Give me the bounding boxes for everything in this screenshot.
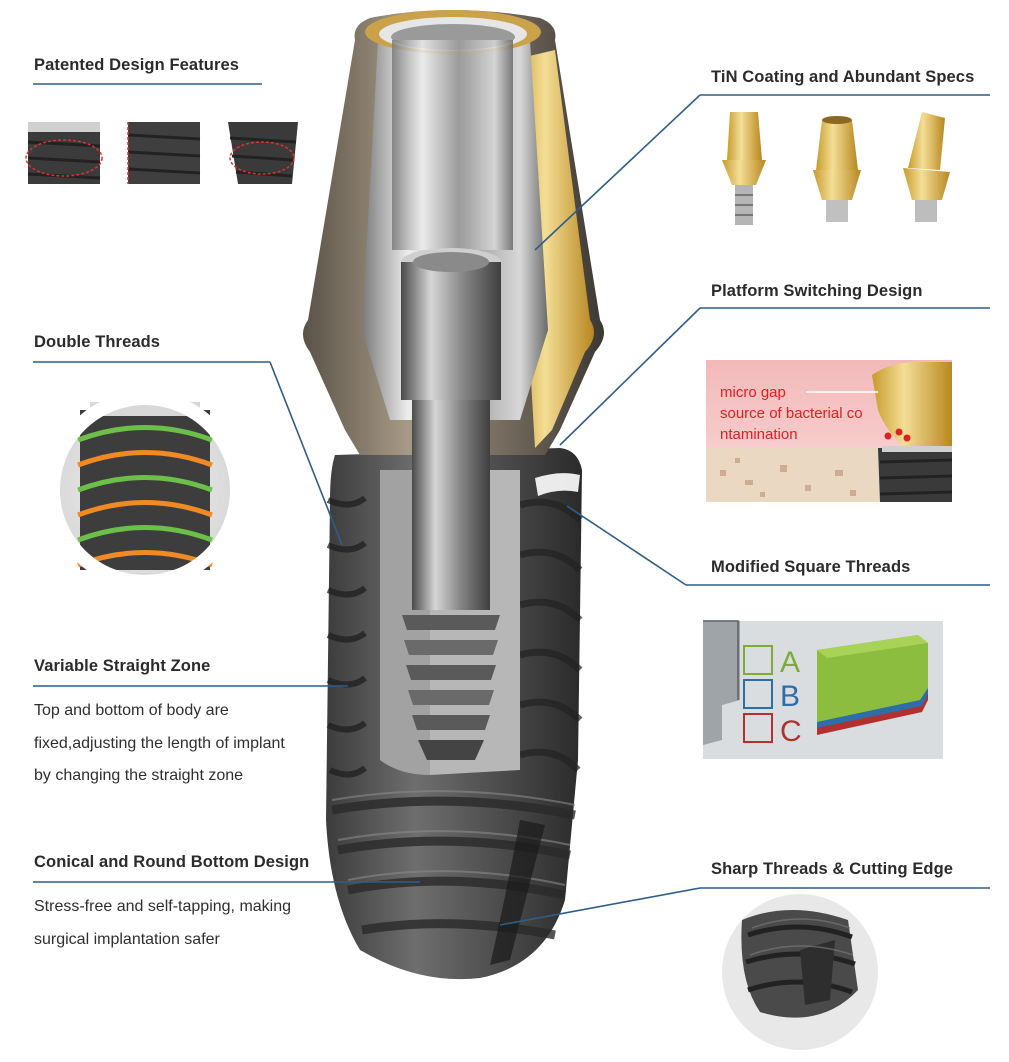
heading-double-threads: Double Threads [34, 333, 161, 351]
leader-double [269, 361, 343, 546]
patented-thumb-2 [127, 122, 201, 184]
heading-sharp: Sharp Threads & Cutting Edge [711, 860, 954, 878]
heading-platform: Platform Switching Design [711, 282, 923, 300]
variable-zone-description: Top and bottom of body are fixed,adjusti… [34, 695, 285, 793]
variable-zone-line-2: fixed,adjusting the length of implant [34, 734, 285, 752]
thread-letter-c: C [780, 715, 802, 748]
heading-square-threads: Modified Square Threads [711, 558, 911, 576]
conical-description: Stress-free and self-tapping, making sur… [34, 891, 291, 956]
leader-tin [534, 94, 701, 251]
platform-inset-line-1: micro gap [720, 384, 786, 401]
sharp-threads-inset [722, 894, 878, 1050]
platform-inset-line-2: source of bacterial co [720, 405, 863, 422]
thread-letter-b: B [780, 680, 800, 713]
implant-illustration [302, 10, 604, 980]
double-threads-inset [46, 391, 244, 589]
leader-sharp [499, 887, 701, 926]
heading-conical: Conical and Round Bottom Design [34, 853, 310, 871]
abutment-angled [903, 112, 950, 222]
leader-platform [559, 307, 701, 446]
conical-line-1: Stress-free and self-tapping, making [34, 898, 292, 915]
patented-thumb-1 [25, 122, 103, 184]
platform-inset-line-3: ntamination [720, 426, 798, 443]
variable-zone-line-1: Top and bottom of body are [34, 702, 229, 719]
tin-abutments [722, 112, 950, 225]
patented-thumbnails [25, 122, 298, 184]
leader-lines [33, 83, 990, 926]
heading-patented: Patented Design Features [34, 56, 240, 74]
abutment-straight-1 [722, 112, 766, 225]
thread-letter-a: A [780, 646, 800, 679]
abutment-straight-2 [813, 116, 861, 222]
heading-tin: TiN Coating and Abundant Specs [711, 68, 975, 86]
conical-line-2: surgical implantation safer [34, 930, 220, 948]
square-threads-inset [703, 620, 943, 759]
platform-switching-inset [706, 360, 953, 502]
patented-thumb-3 [228, 122, 298, 184]
leader-square [566, 505, 687, 586]
variable-zone-line-3: by changing the straight zone [34, 767, 244, 784]
heading-variable-zone: Variable Straight Zone [34, 657, 211, 675]
